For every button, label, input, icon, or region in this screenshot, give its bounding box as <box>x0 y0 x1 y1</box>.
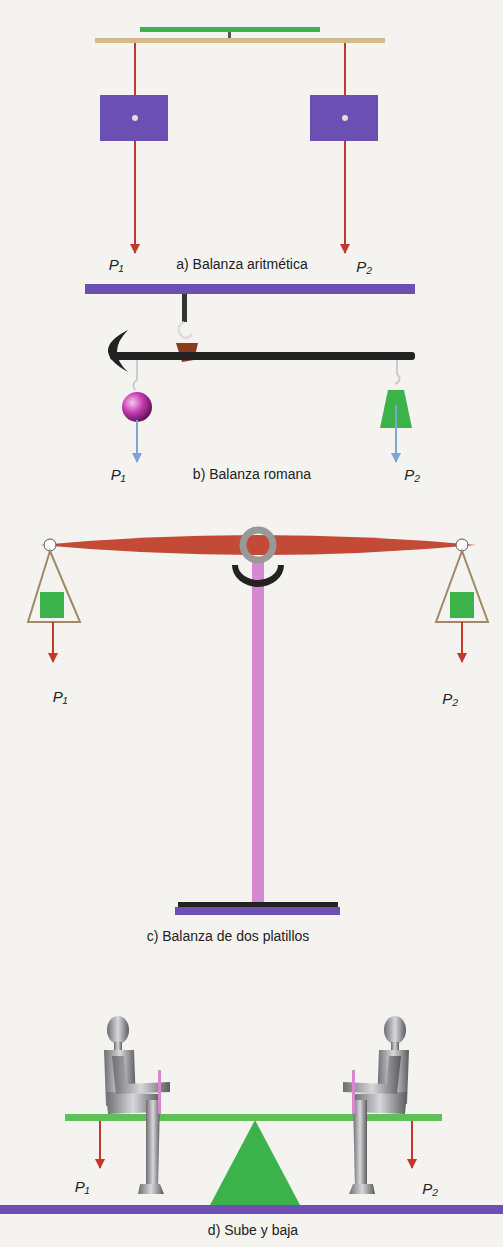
caption-label: b) Balanza romana <box>193 466 311 483</box>
force-label: P₁ <box>109 256 124 274</box>
force-label: P₁ <box>111 466 126 484</box>
caption-label: d) Sube y baja <box>208 1222 298 1239</box>
force-label: P₂ <box>404 466 420 484</box>
force-label: P₁ <box>53 688 68 706</box>
two-pan-balance <box>28 530 488 915</box>
caption-label: c) Balanza de dos platillos <box>147 928 310 945</box>
seesaw <box>0 1016 503 1214</box>
force-label: P₂ <box>356 258 372 276</box>
arithmetic-balance <box>95 27 385 253</box>
caption-label: a) Balanza aritmética <box>176 256 308 273</box>
force-label: P₁ <box>75 1178 90 1196</box>
force-label: P₂ <box>442 690 458 708</box>
roman-balance <box>85 284 415 462</box>
force-label: P₂ <box>422 1180 438 1198</box>
